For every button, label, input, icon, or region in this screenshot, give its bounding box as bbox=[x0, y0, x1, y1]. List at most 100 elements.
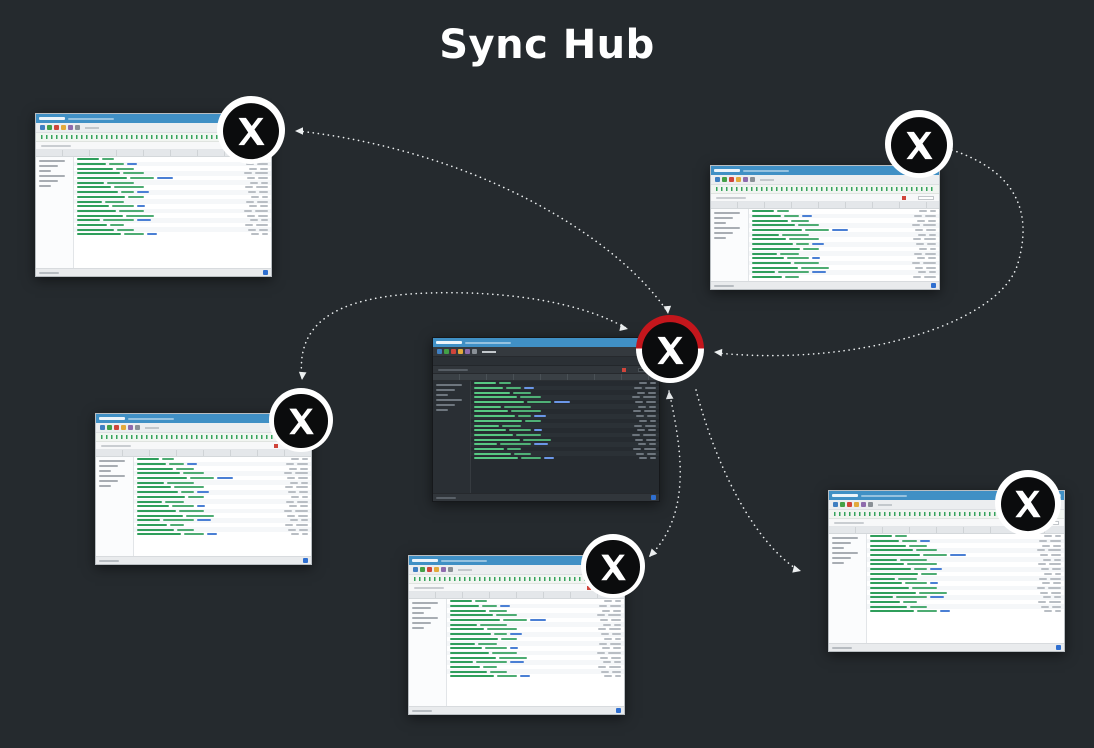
table-row[interactable] bbox=[447, 631, 624, 637]
table-row[interactable] bbox=[749, 223, 939, 228]
sidebar-item[interactable] bbox=[99, 475, 125, 477]
table-row[interactable] bbox=[471, 423, 659, 428]
toolbar-icon[interactable] bbox=[413, 567, 418, 572]
table-row[interactable] bbox=[471, 413, 659, 419]
table-row[interactable] bbox=[749, 232, 939, 238]
table-row[interactable] bbox=[447, 637, 624, 642]
table-row[interactable] bbox=[867, 609, 1064, 614]
table-row[interactable] bbox=[471, 390, 659, 395]
sidebar-item[interactable] bbox=[832, 557, 851, 559]
app-window-bottom-right[interactable] bbox=[828, 490, 1065, 652]
table-row[interactable] bbox=[749, 256, 939, 261]
table-row[interactable] bbox=[471, 432, 659, 438]
table-row[interactable] bbox=[749, 241, 939, 247]
table-row[interactable] bbox=[867, 600, 1064, 605]
toolbar-icon[interactable] bbox=[40, 125, 45, 130]
peer-node-peer-bottom-center[interactable] bbox=[581, 534, 645, 598]
table-row[interactable] bbox=[447, 603, 624, 609]
table-row[interactable] bbox=[867, 538, 1064, 544]
table-row[interactable] bbox=[134, 504, 311, 509]
sidebar-item[interactable] bbox=[39, 160, 65, 162]
table-row[interactable] bbox=[867, 585, 1064, 591]
sidebar-item[interactable] bbox=[39, 165, 58, 167]
table-row[interactable] bbox=[134, 461, 311, 467]
table-row[interactable] bbox=[471, 409, 659, 414]
table-row[interactable] bbox=[74, 171, 271, 176]
sidebar-item[interactable] bbox=[99, 470, 111, 472]
table-row[interactable] bbox=[447, 627, 624, 632]
table-row[interactable] bbox=[867, 557, 1064, 563]
toolbar-icon[interactable] bbox=[68, 125, 73, 130]
table-row[interactable] bbox=[447, 646, 624, 651]
sidebar-item[interactable] bbox=[412, 627, 424, 629]
table-row[interactable] bbox=[447, 599, 624, 604]
window-sidebar[interactable] bbox=[36, 157, 74, 268]
table-row[interactable] bbox=[74, 199, 271, 204]
app-window-center-hub[interactable] bbox=[432, 337, 660, 502]
table-row[interactable] bbox=[447, 613, 624, 618]
table-row[interactable] bbox=[74, 166, 271, 171]
table-row[interactable] bbox=[471, 381, 659, 386]
file-table[interactable] bbox=[447, 599, 624, 706]
toolbar-icon[interactable] bbox=[472, 349, 477, 354]
table-row[interactable] bbox=[867, 594, 1064, 600]
table-row[interactable] bbox=[749, 209, 939, 214]
toolbar-icon[interactable] bbox=[100, 425, 105, 430]
toolbar-icon[interactable] bbox=[743, 177, 748, 182]
sidebar-item[interactable] bbox=[436, 394, 448, 396]
table-row[interactable] bbox=[447, 655, 624, 660]
table-row[interactable] bbox=[134, 480, 311, 486]
table-row[interactable] bbox=[471, 447, 659, 452]
table-row[interactable] bbox=[749, 218, 939, 223]
sidebar-item[interactable] bbox=[99, 485, 111, 487]
file-table[interactable] bbox=[74, 157, 271, 268]
table-row[interactable] bbox=[749, 213, 939, 219]
window-sidebar[interactable] bbox=[96, 457, 134, 556]
table-row[interactable] bbox=[74, 232, 271, 237]
table-row[interactable] bbox=[74, 213, 271, 218]
table-row[interactable] bbox=[447, 659, 624, 665]
toolbar-icon[interactable] bbox=[434, 567, 439, 572]
sidebar-item[interactable] bbox=[832, 537, 858, 539]
toolbar-icon[interactable] bbox=[451, 349, 456, 354]
table-row[interactable] bbox=[867, 581, 1064, 586]
sidebar-item[interactable] bbox=[99, 480, 118, 482]
file-table[interactable] bbox=[134, 457, 311, 556]
table-row[interactable] bbox=[749, 247, 939, 252]
table-row[interactable] bbox=[134, 513, 311, 518]
toolbar-icon[interactable] bbox=[441, 567, 446, 572]
table-row[interactable] bbox=[471, 385, 659, 391]
table-row[interactable] bbox=[447, 669, 624, 674]
table-row[interactable] bbox=[749, 237, 939, 242]
sidebar-item[interactable] bbox=[436, 384, 462, 386]
table-row[interactable] bbox=[74, 189, 271, 195]
table-row[interactable] bbox=[471, 404, 659, 410]
table-row[interactable] bbox=[471, 441, 659, 447]
table-row[interactable] bbox=[74, 176, 271, 181]
toolbar-icon[interactable] bbox=[465, 349, 470, 354]
toolbar-icon[interactable] bbox=[47, 125, 52, 130]
table-row[interactable] bbox=[471, 395, 659, 400]
toolbar-icon[interactable] bbox=[75, 125, 80, 130]
toolbar-icon[interactable] bbox=[729, 177, 734, 182]
hub-node[interactable] bbox=[636, 315, 704, 383]
toolbar-icon[interactable] bbox=[444, 349, 449, 354]
table-row[interactable] bbox=[447, 674, 624, 679]
table-row[interactable] bbox=[749, 251, 939, 256]
file-table[interactable] bbox=[749, 209, 939, 281]
toolbar-icon[interactable] bbox=[128, 425, 133, 430]
sidebar-item[interactable] bbox=[412, 617, 438, 619]
toolbar-icon[interactable] bbox=[54, 125, 59, 130]
table-row[interactable] bbox=[447, 618, 624, 623]
table-row[interactable] bbox=[471, 400, 659, 405]
toolbar-icon[interactable] bbox=[437, 349, 442, 354]
toolbar-icon[interactable] bbox=[861, 502, 866, 507]
toolbar-icon[interactable] bbox=[107, 425, 112, 430]
table-row[interactable] bbox=[134, 471, 311, 476]
peer-node-peer-top-right[interactable] bbox=[885, 110, 953, 178]
toolbar-icon[interactable] bbox=[833, 502, 838, 507]
table-row[interactable] bbox=[134, 495, 311, 500]
table-row[interactable] bbox=[74, 180, 271, 186]
table-row[interactable] bbox=[867, 543, 1064, 548]
table-row[interactable] bbox=[74, 223, 271, 228]
